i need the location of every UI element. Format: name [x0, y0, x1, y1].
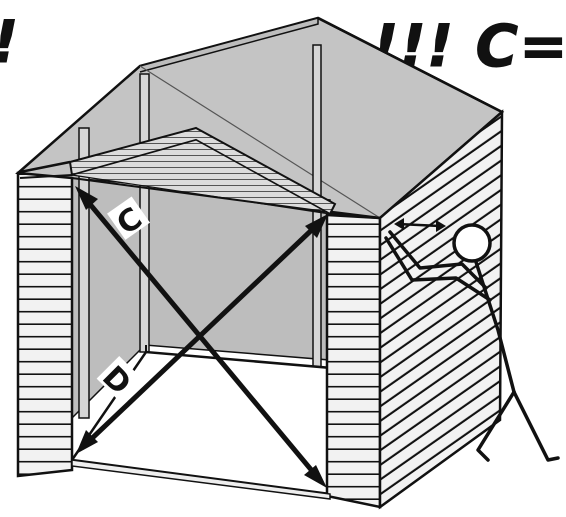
left-wall-panel — [18, 173, 72, 476]
headline-left-fragment: ! — [0, 8, 19, 76]
right-front-wall-panel — [327, 215, 380, 507]
